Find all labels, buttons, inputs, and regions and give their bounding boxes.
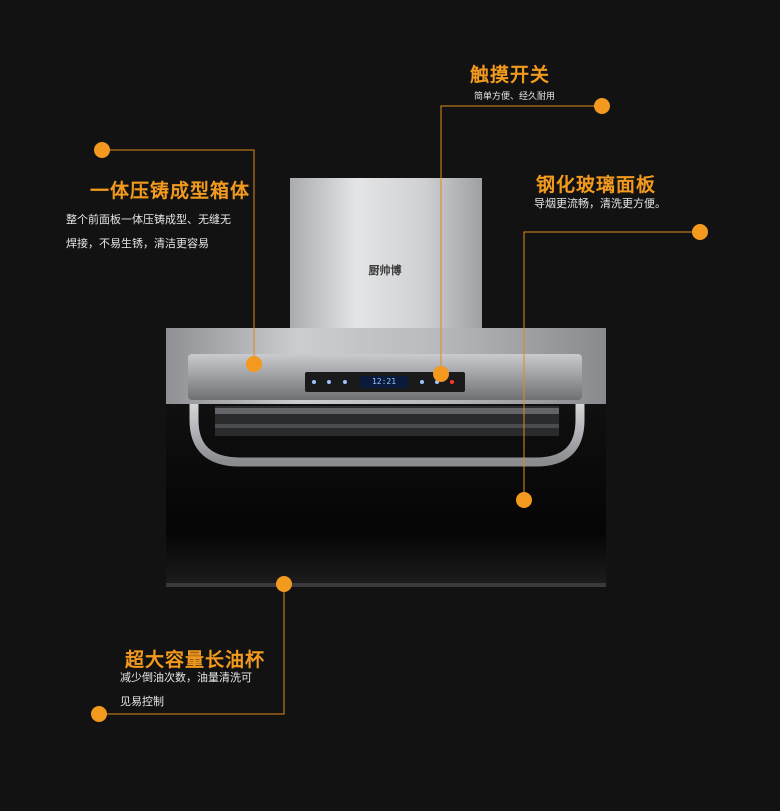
brand-logo: 厨帅博	[368, 264, 402, 277]
touch-switch-title: 触摸开关	[470, 64, 551, 86]
die-cast-body-desc-line1: 整个前面板一体压铸成型、无缝无	[66, 213, 231, 226]
die-cast-body-desc-line2: 焊接，不易生锈，清洁更容易	[66, 237, 209, 250]
tempered-glass-title: 钢化玻璃面板	[536, 174, 657, 196]
oil-cup-desc-line1: 减少倒油次数，油量清洗可	[120, 671, 252, 684]
touch-switch-desc: 简单方便、经久耐用	[474, 92, 556, 102]
hood-chimney	[290, 178, 482, 330]
die-cast-body-title: 一体压铸成型箱体	[90, 180, 251, 202]
digital-display	[360, 376, 408, 388]
tempered-glass-desc: 导烟更流畅，清洗更方便。	[534, 197, 666, 210]
callout-leader-lines	[99, 105, 700, 715]
oil-cup-title: 超大容量长油杯	[125, 649, 266, 671]
display-readout: 12:21	[371, 377, 397, 386]
intake-frame	[189, 404, 585, 467]
oil-cup-desc-line2: 见易控制	[120, 695, 164, 708]
callout-dots	[91, 98, 708, 722]
